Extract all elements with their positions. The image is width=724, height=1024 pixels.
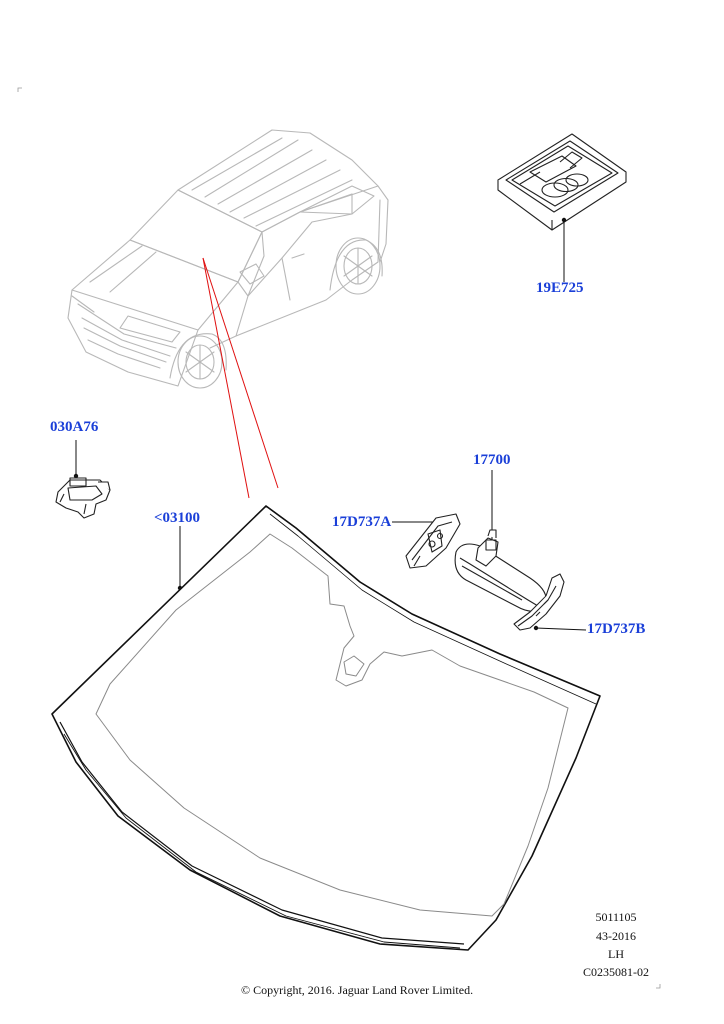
crop-marks	[17, 87, 661, 989]
callout-lines	[202, 257, 279, 499]
label-030a76[interactable]: 030A76	[50, 419, 99, 435]
mirror-drawing	[454, 529, 547, 612]
sensor-drawing	[55, 477, 111, 519]
windscreen-drawing	[51, 505, 601, 951]
repair-kit-drawing	[497, 133, 627, 231]
copyright-notice: © Copyright, 2016. Jaguar Land Rover Lim…	[241, 983, 474, 997]
cover-a-drawing	[405, 513, 461, 569]
label-17d737b[interactable]: 17D737B	[587, 621, 646, 637]
leader-lines	[75, 220, 587, 631]
vehicle-illustration	[67, 129, 389, 389]
diagram-code: C0235081-02	[583, 965, 649, 979]
diagram-side: LH	[608, 947, 624, 961]
diagram-date: 43-2016	[596, 929, 636, 943]
label-17700[interactable]: 17700	[473, 452, 511, 468]
label-17d737a[interactable]: 17D737A	[332, 514, 392, 530]
cover-b-drawing	[513, 573, 565, 631]
label-19e725[interactable]: 19E725	[536, 280, 584, 296]
label-03100[interactable]: <03100	[154, 510, 201, 526]
diagram-id: 5011105	[595, 910, 637, 924]
